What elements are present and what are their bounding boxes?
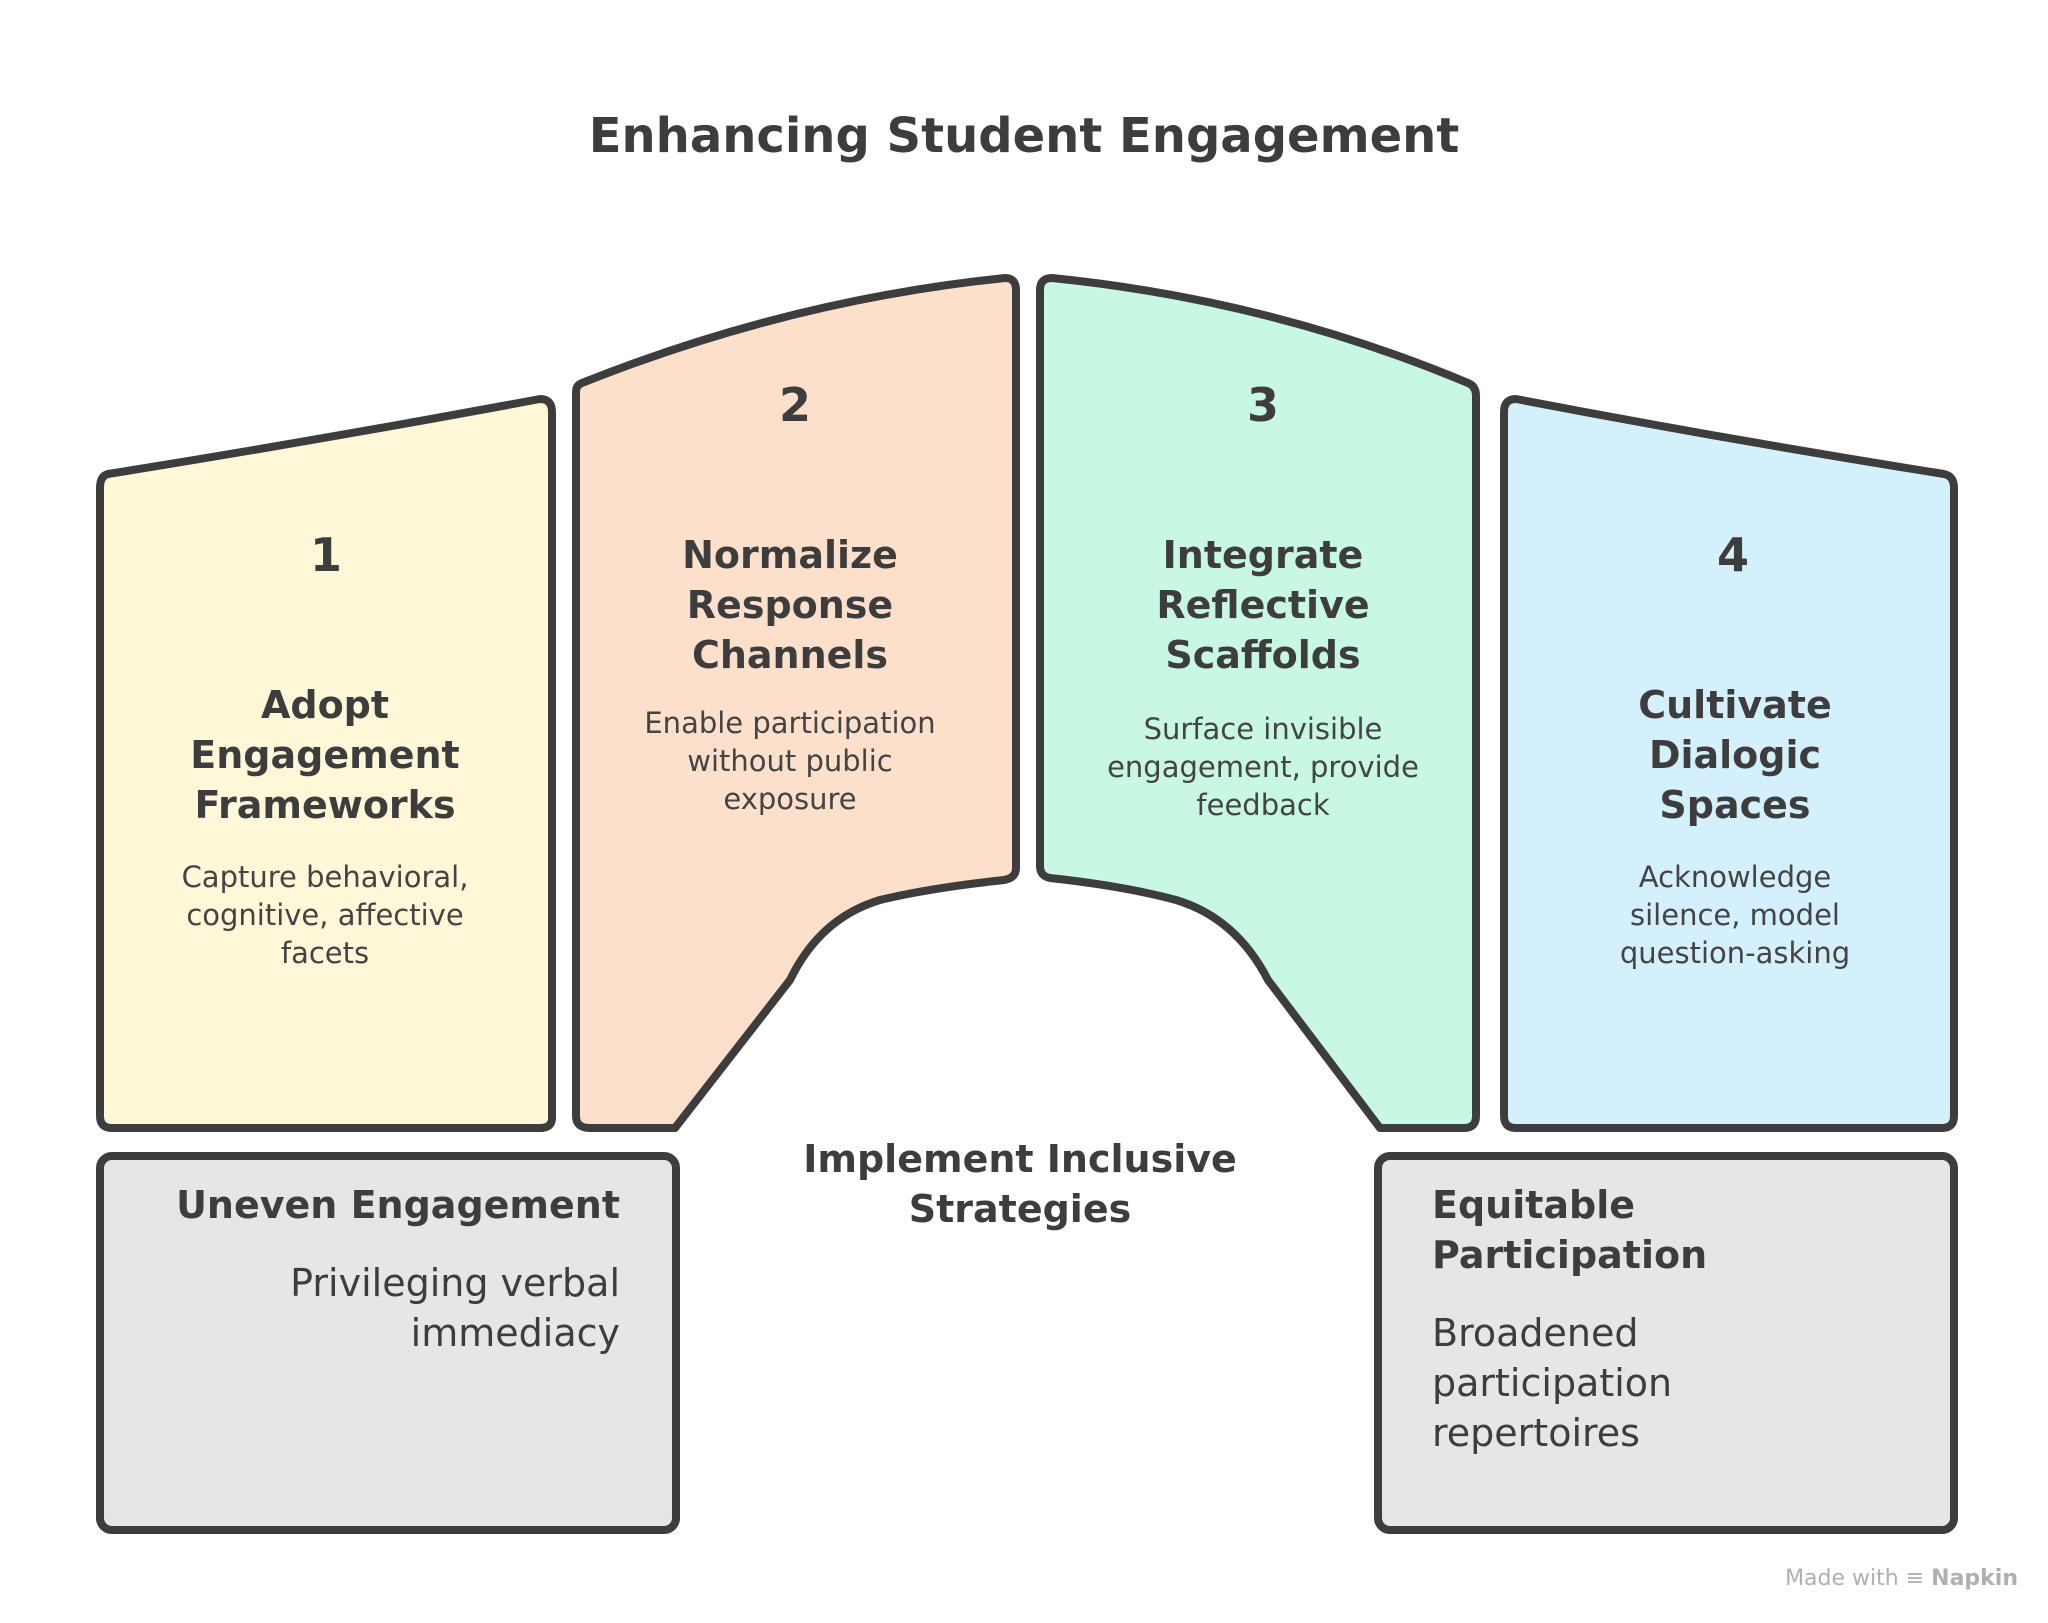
right-base-description: Broadened participation repertoires xyxy=(1432,1311,1673,1455)
card-3-number: 3 xyxy=(1246,378,1279,432)
left-base-description: Privileging verbal immediacy xyxy=(290,1261,620,1355)
card-2-heading: Normalize Response Channels xyxy=(682,533,898,677)
left-base-heading: Uneven Engagement xyxy=(176,1183,620,1227)
footer-brand: Napkin xyxy=(1931,1566,2018,1591)
card-1-number: 1 xyxy=(309,528,342,582)
footer-prefix: Made with xyxy=(1785,1566,1899,1591)
center-label: Implement Inclusive Strategies xyxy=(803,1137,1237,1231)
card-1-shape xyxy=(96,395,556,1132)
card-1-heading: Adopt Engagement Frameworks xyxy=(190,683,460,827)
card-2-number: 2 xyxy=(778,378,811,432)
card-3-description: Surface invisible engagement, provide fe… xyxy=(1107,712,1419,822)
card-3-heading: Integrate Reflective Scaffolds xyxy=(1156,533,1370,677)
card-3-shape xyxy=(1036,274,1480,1132)
card-1-description: Capture behavioral, cognitive, affective… xyxy=(181,860,469,970)
card-4-description: Acknowledge silence, model question-aski… xyxy=(1619,860,1851,970)
card-4-heading: Cultivate Dialogic Spaces xyxy=(1638,683,1832,827)
right-base-shape xyxy=(1374,1152,1958,1534)
card-2-description: Enable participation without public expo… xyxy=(644,706,936,816)
right-base-heading: Equitable Participation xyxy=(1432,1183,1708,1277)
card-2-shape xyxy=(572,274,1020,1132)
napkin-logo-icon: ≡ xyxy=(1905,1566,1925,1591)
card-4-number: 4 xyxy=(1716,528,1749,582)
left-base-shape xyxy=(96,1152,680,1534)
diagram-title: Enhancing Student Engagement xyxy=(588,108,1460,164)
footer: Made with ≡ Napkin xyxy=(1785,1566,2018,1591)
card-4-shape xyxy=(1500,395,1958,1132)
